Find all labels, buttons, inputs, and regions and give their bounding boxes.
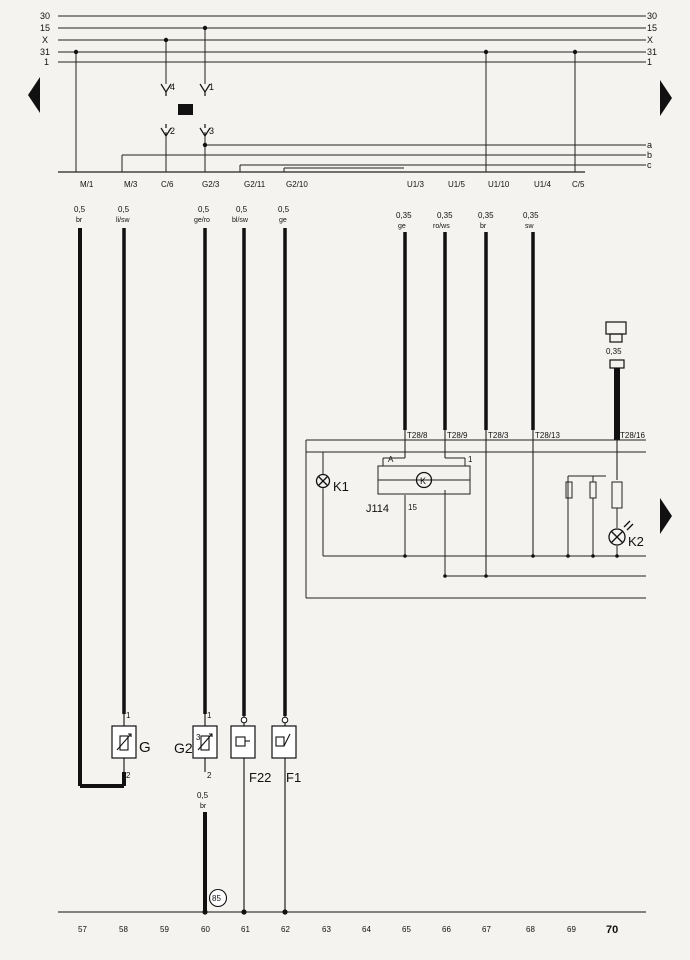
k2-connector-icon — [605, 321, 627, 335]
terminal-g2-10-label: G2/10 — [286, 180, 308, 189]
switch-f22-label: F22 — [249, 770, 271, 785]
terminal-g2-11-size: 0,5 — [236, 205, 248, 214]
grid-number-68: 68 — [526, 925, 535, 934]
j114-pin-1: 1 — [468, 455, 473, 464]
grid-number-60: 60 — [201, 925, 210, 934]
bus-label-left-30: 30 — [40, 11, 50, 21]
ground-reference-circle — [208, 888, 228, 908]
grid-number-59: 59 — [160, 925, 169, 934]
terminal-u1-3-color: ge — [398, 223, 406, 230]
terminal-g2-11-color: bl/sw — [232, 217, 249, 224]
side-label-c: c — [647, 160, 652, 170]
t28-8-label: T28/8 — [407, 431, 428, 440]
terminal-u1-3-size: 0,35 — [396, 211, 412, 220]
terminal-g2-3-label: G2/3 — [202, 180, 220, 189]
terminal-c6-label: C/6 — [161, 180, 174, 189]
connector-label-3: 3 — [209, 126, 214, 136]
terminal-u1-5-size: 0,35 — [437, 211, 453, 220]
grid-number-58: 58 — [119, 925, 128, 934]
terminal-u1-10-size: 0,35 — [478, 211, 494, 220]
bus-label-left-15: 15 — [40, 23, 50, 33]
g-pin-2: 2 — [126, 771, 131, 780]
terminal-g2-3-size: 0,5 — [198, 205, 210, 214]
terminal-m1-label: M/1 — [80, 180, 94, 189]
bus-label-right-31: 31 — [647, 47, 657, 57]
t28-9-label: T28/9 — [447, 431, 468, 440]
switch-f22-box — [230, 725, 256, 759]
bus-label-left-1: 1 — [44, 57, 49, 67]
side-label-b: b — [647, 150, 652, 160]
previous-page-arrow-icon[interactable] — [28, 77, 40, 113]
connector-label-4: 4 — [170, 82, 175, 92]
k-symbol-label: K — [420, 476, 426, 486]
grid-number-57: 57 — [78, 925, 87, 934]
t28-16-label: T28/16 — [620, 431, 645, 440]
grid-number-65: 65 — [402, 925, 411, 934]
ground-reference-label: 85 — [212, 894, 221, 903]
terminal-u1-5-color: ro/ws — [433, 223, 450, 230]
bus-label-left-x: X — [42, 35, 48, 45]
terminal-m3-label: M/3 — [124, 180, 138, 189]
bus-label-right-30: 30 — [647, 11, 657, 21]
connector-label-1: 1 — [209, 82, 214, 92]
g2-pin-1: 1 — [207, 711, 212, 720]
k1-label: K1 — [333, 479, 349, 494]
k2-lamp-icon — [608, 528, 626, 546]
fuse-symbol — [178, 104, 193, 115]
sender-g-label: G — [139, 739, 151, 756]
g2-pin-3: 3 — [196, 733, 201, 742]
terminal-u1-5-label: U1/5 — [448, 180, 465, 189]
bus-label-left-31: 31 — [40, 47, 50, 57]
terminal-u1-4-label: U1/4 — [534, 180, 551, 189]
bus-label-right-1: 1 — [647, 57, 652, 67]
bottom-wire-size: 0,5 — [197, 791, 209, 800]
bus-label-right-x: X — [647, 35, 653, 45]
terminal-c5-label: C/5 — [572, 180, 585, 189]
t28-3-label: T28/3 — [488, 431, 509, 440]
terminal-g2-10-color: ge — [279, 217, 287, 224]
terminal-u1-3-label: U1/3 — [407, 180, 424, 189]
terminal-u1-10-color: br — [480, 223, 487, 230]
switch-f1-label: F1 — [286, 770, 301, 785]
t28-13-label: T28/13 — [535, 431, 560, 440]
grid-number-64: 64 — [362, 925, 371, 934]
next-page-arrow-icon[interactable] — [660, 80, 672, 116]
terminal-u1-4-color: sw — [525, 223, 535, 230]
grid-number-63: 63 — [322, 925, 331, 934]
j114-pin-a: A — [388, 455, 394, 464]
k2-label: K2 — [628, 534, 644, 549]
grid-number-66: 66 — [442, 925, 451, 934]
bottom-wire-color: br — [200, 803, 207, 810]
terminal-m1-color: br — [76, 217, 83, 224]
terminal-u1-4-size: 0,35 — [523, 211, 539, 220]
grid-number-67: 67 — [482, 925, 491, 934]
terminal-m3-size: 0,5 — [118, 205, 130, 214]
bus-label-right-15: 15 — [647, 23, 657, 33]
sender-g2-label: G2 — [174, 740, 193, 756]
terminal-m1-size: 0,5 — [74, 205, 86, 214]
grid-number-69: 69 — [567, 925, 576, 934]
k1-lamp-icon — [315, 473, 331, 489]
grid-number-62: 62 — [281, 925, 290, 934]
continue-diagram-arrow-icon[interactable] — [660, 498, 672, 534]
j114-label: J114 — [366, 503, 389, 515]
g2-pin-2: 2 — [207, 771, 212, 780]
terminal-m3-color: li/sw — [116, 217, 131, 224]
connector-label-2: 2 — [170, 126, 175, 136]
grid-number-70: 70 — [606, 924, 618, 936]
side-label-a: a — [647, 140, 652, 150]
terminal-g2-11-label: G2/11 — [244, 180, 266, 189]
terminal-g2-3-color: ge/ro — [194, 217, 210, 224]
j114-pin-15: 15 — [408, 503, 417, 512]
grid-number-61: 61 — [241, 925, 250, 934]
g-pin-1: 1 — [126, 711, 131, 720]
k2-wire-size: 0,35 — [606, 347, 622, 356]
k-symbol-icon — [415, 471, 433, 489]
terminal-g2-10-size: 0,5 — [278, 205, 290, 214]
terminal-u1-10-label: U1/10 — [488, 180, 510, 189]
